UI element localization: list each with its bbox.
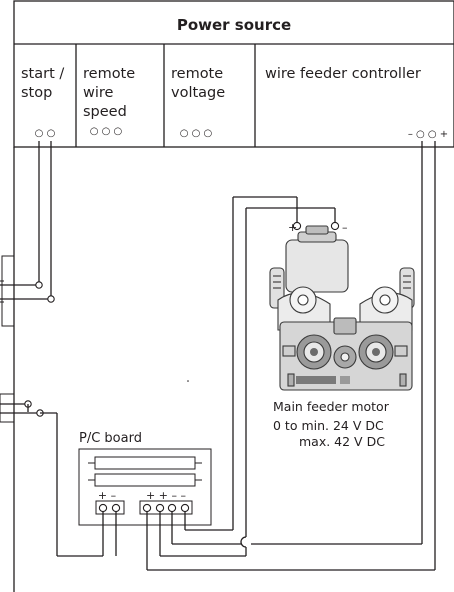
stray-mark <box>187 380 189 382</box>
pc-input-connector <box>0 393 15 423</box>
motor-spec-line-1: 0 to min. 24 V DC <box>273 418 384 433</box>
start-stop-terminals: ○ ○ <box>35 128 56 139</box>
wire-feeder-controller-polarity: – ○ ○ + <box>408 129 448 140</box>
power-source-title: Power source <box>177 16 291 34</box>
motor-can <box>285 239 349 293</box>
motor-plus-mark: + <box>288 221 297 234</box>
remote-voltage-label-2: voltage <box>171 85 225 101</box>
power-source-panel: Power source start / stop ○ ○ remote wir… <box>13 0 454 148</box>
remote-wire-speed-label-1: remote <box>83 66 135 82</box>
pc-pins-right-polarity: + + – – <box>146 489 186 502</box>
power-source-frame <box>13 0 454 148</box>
motor-spec-line-2: max. 42 V DC <box>299 434 385 449</box>
remote-wire-speed-label-3: speed <box>83 104 127 120</box>
pc-pins-left-polarity: + – <box>98 489 116 502</box>
start-stop-connector <box>1 255 15 327</box>
motor-label: Main feeder motor <box>273 399 390 414</box>
remote-wire-speed-label-2: wire <box>83 85 114 101</box>
wire-feeder-controller-label: wire feeder controller <box>265 66 421 82</box>
pc-board: P/C board + – + + – – <box>78 431 212 526</box>
motor-label-block: Main feeder motor 0 to min. 24 V DC max.… <box>273 399 390 449</box>
motor-minus-mark: – <box>342 221 348 234</box>
start-stop-wiring <box>0 141 55 327</box>
remote-voltage-terminals: ○ ○ ○ <box>180 128 213 139</box>
pc-board-outline <box>78 448 212 526</box>
remote-wire-speed-terminals: ○ ○ ○ <box>90 126 123 137</box>
feeder-motor-illustration <box>269 225 415 391</box>
start-stop-label-1: start / <box>21 66 64 82</box>
start-stop-label-2: stop <box>21 85 52 101</box>
pc-board-label: P/C board <box>79 431 142 446</box>
pc-board-input-wiring <box>0 393 104 557</box>
motor-wiring: + – <box>115 141 436 571</box>
remote-voltage-label-1: remote <box>171 66 223 82</box>
